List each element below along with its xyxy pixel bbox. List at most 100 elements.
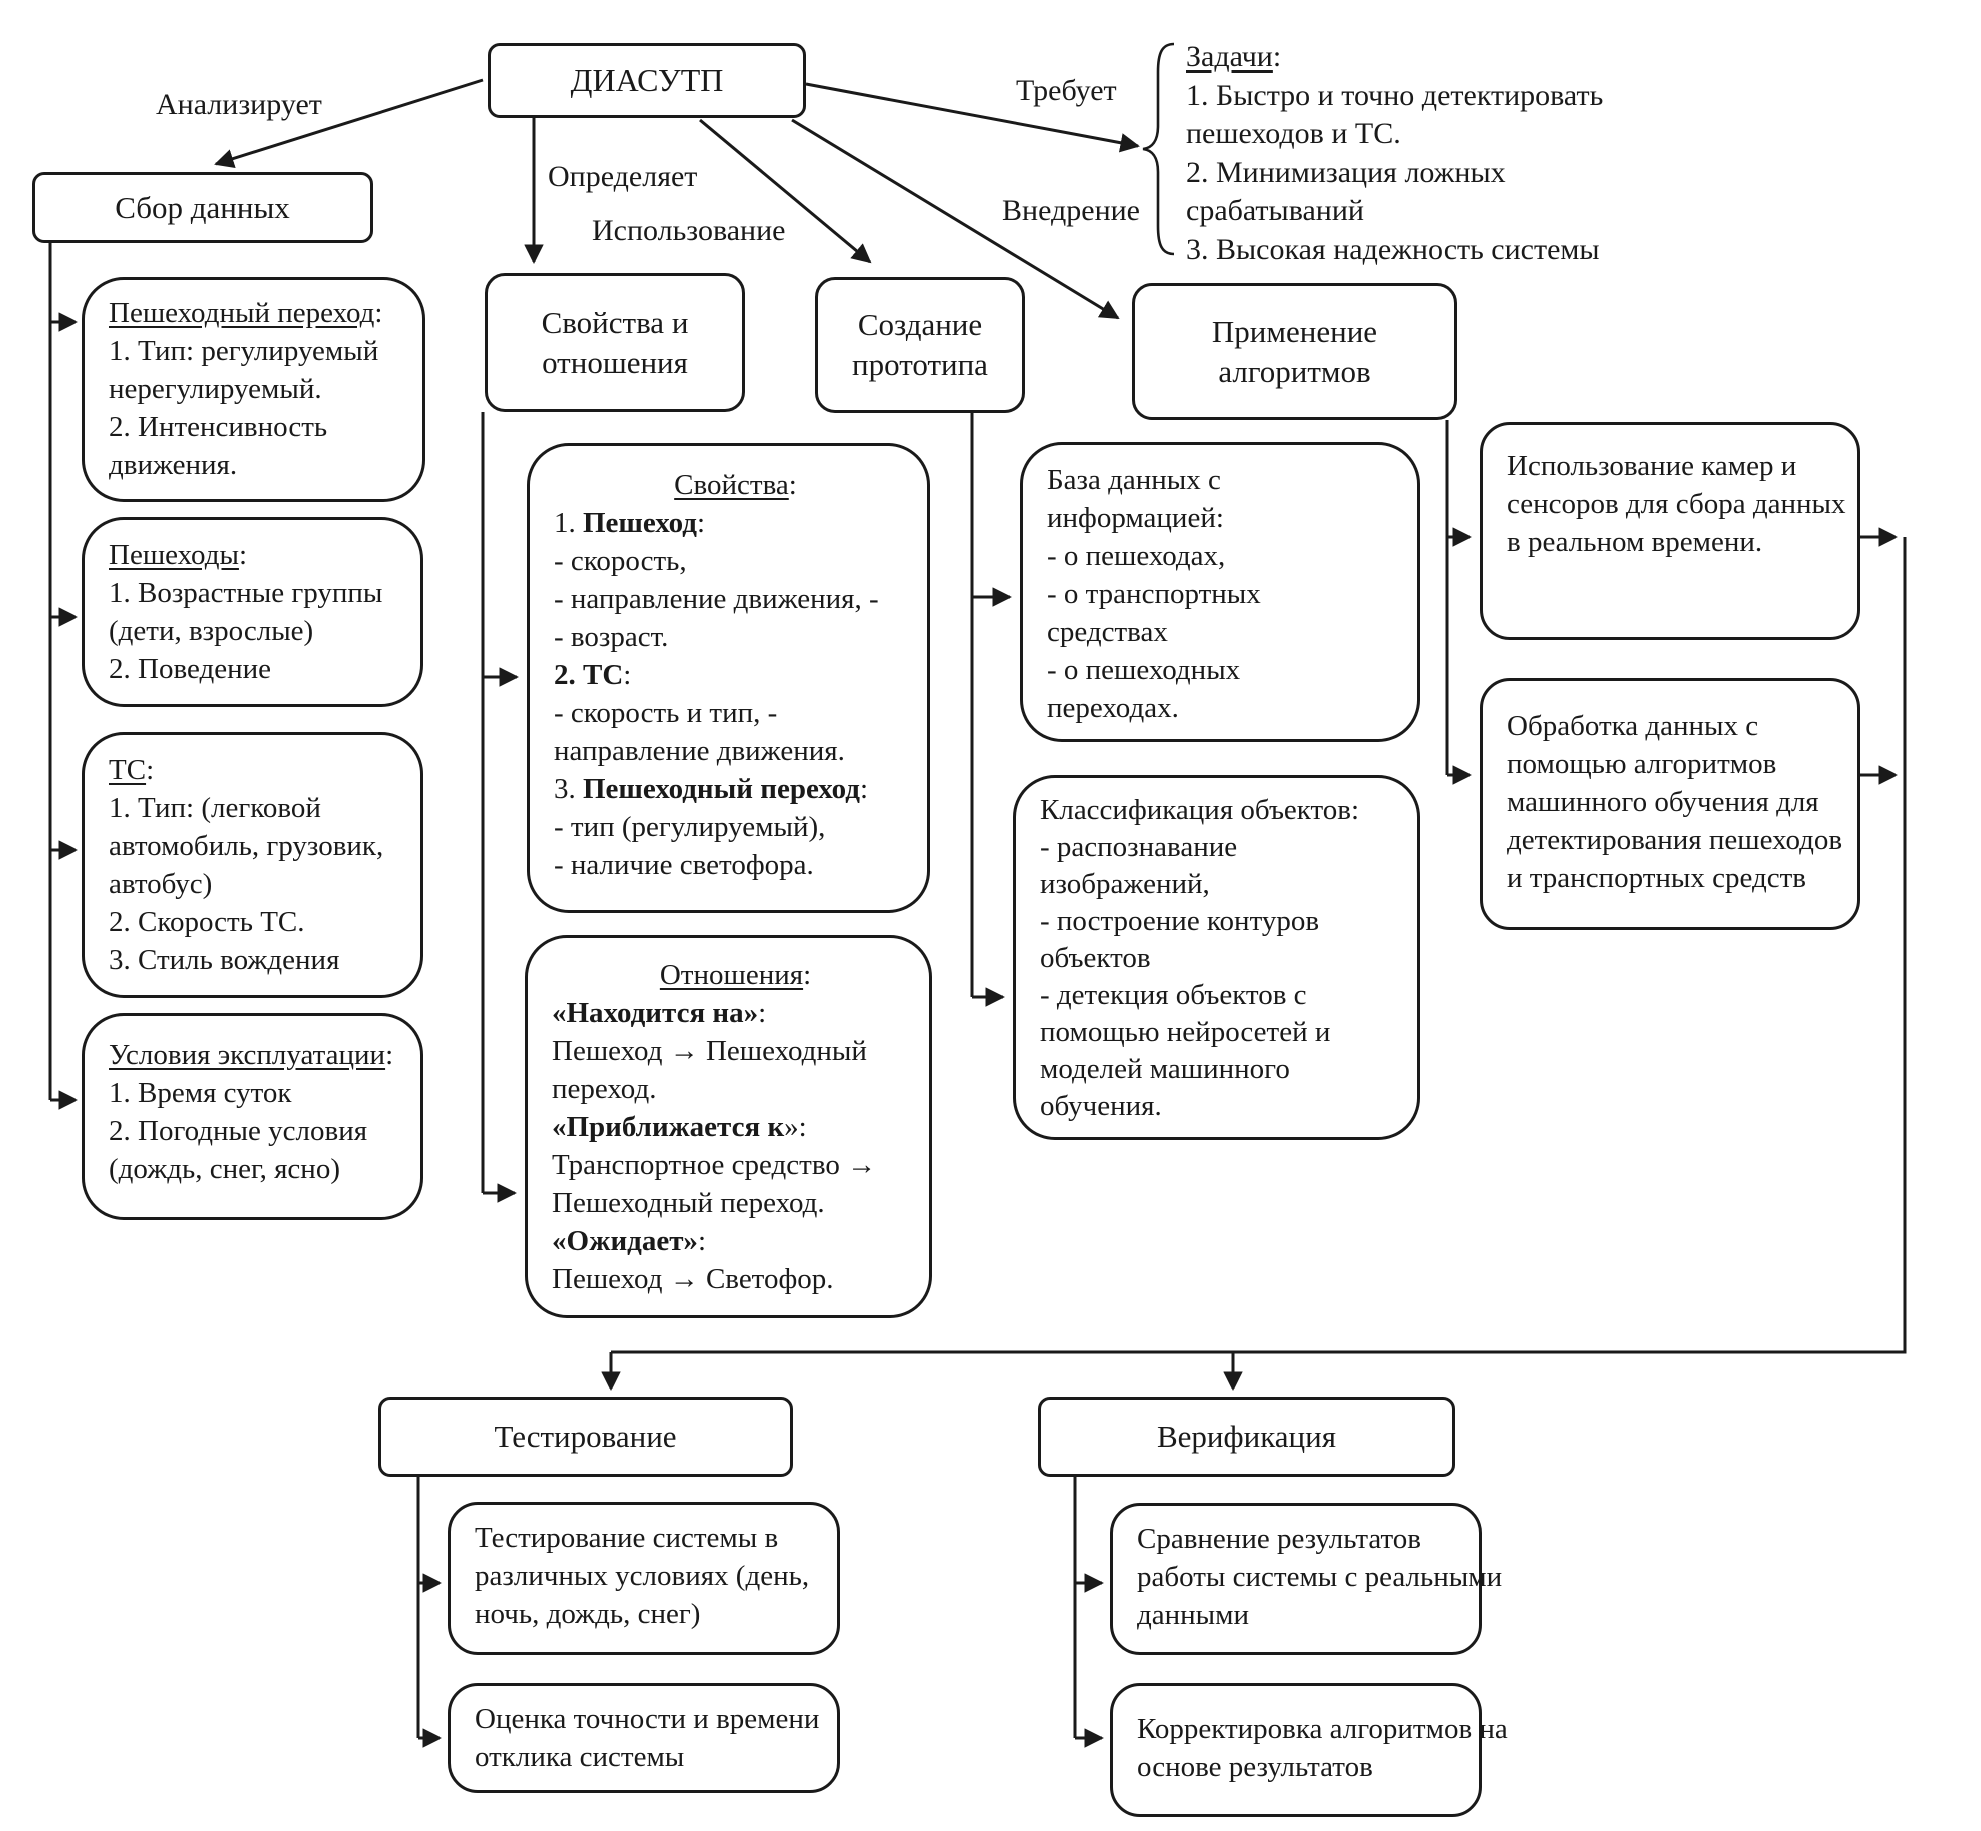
text-line: различных условиях (день, xyxy=(475,1560,810,1592)
node-vehicles-title: ТС xyxy=(109,754,147,786)
node-correction: Корректировка алгоритмов на основе резул… xyxy=(1110,1683,1508,1817)
node-crosswalk-title: Пешеходный переход xyxy=(109,297,375,329)
node-data-collection-label: Сбор данных xyxy=(115,189,290,225)
node-cameras: Использование камер и сенсоров для сбора… xyxy=(1480,422,1860,640)
node-testing: Тестирование xyxy=(378,1397,793,1477)
text-line: - тип (регулируемый), xyxy=(554,811,826,843)
node-properties-relations: Свойства и отношения xyxy=(485,273,745,412)
text-line: Оценка точности и времени xyxy=(475,1703,820,1735)
text-line: - скорость, xyxy=(554,545,687,577)
text-line: обучения. xyxy=(1040,1090,1162,1122)
node-algorithms-label2: алгоритмов xyxy=(1218,353,1371,389)
node-relations: Отношения: «Находится на»: Пешеход → Пеш… xyxy=(525,935,932,1318)
text-line: - построение контуров xyxy=(1040,905,1320,937)
text-line: помощью нейросетей и xyxy=(1040,1016,1331,1048)
text-line: Тестирование системы в xyxy=(475,1522,779,1554)
node-classification: Классификация объектов: - распознавание … xyxy=(1013,775,1420,1140)
text-line: 2. Поведение xyxy=(109,653,271,685)
task-line: 1. Быстро и точно детектировать xyxy=(1186,78,1604,112)
text-line: 2. Скорость ТС. xyxy=(109,906,305,938)
text-line: основе результатов xyxy=(1137,1751,1373,1783)
tasks-title: Задачи xyxy=(1186,40,1273,73)
text-line: ночь, дождь, снег) xyxy=(475,1598,701,1630)
tasks-block: Задачи: 1. Быстро и точно детектировать … xyxy=(1186,38,1603,269)
text-line: сенсоров для сбора данных xyxy=(1507,488,1846,520)
node-algorithms: Применение алгоритмов xyxy=(1132,283,1457,420)
text-line: 1. Тип: (легковой xyxy=(109,792,321,824)
task-line: срабатываний xyxy=(1186,194,1364,227)
text-line: - возраст. xyxy=(554,621,669,653)
text-line: (дождь, снег, ясно) xyxy=(109,1153,340,1185)
node-prototype-label: Создание xyxy=(857,307,983,342)
edge-label-implementation: Внедрение xyxy=(1002,194,1140,227)
text-line: моделей машинного xyxy=(1040,1053,1290,1085)
edge-label-analyzes: Анализирует xyxy=(156,88,322,121)
text-line: - направление движения, - xyxy=(554,583,879,615)
node-properties-title: Свойства xyxy=(674,469,789,501)
text-line: работы системы с реальными xyxy=(1137,1561,1503,1593)
node-conditions-title: Условия эксплуатации xyxy=(109,1039,386,1071)
node-verification: Верификация xyxy=(1038,1397,1455,1477)
node-prototype: Создание прототипа xyxy=(815,277,1025,413)
task-line: 3. Высокая надежность системы xyxy=(1186,232,1600,266)
text-line: - о пешеходах, xyxy=(1047,540,1226,572)
text-line: переход. xyxy=(552,1073,657,1105)
text-line: Пешеход → Пешеходный xyxy=(552,1035,867,1067)
feedback-line xyxy=(611,537,1907,1354)
node-diasutp: ДИАСУТП xyxy=(488,43,806,118)
text-line: - о пешеходных xyxy=(1047,654,1241,686)
node-testing-conditions: Тестирование системы в различных условия… xyxy=(448,1502,840,1655)
text-line: Пешеходный переход. xyxy=(552,1187,825,1219)
text-line: Классификация объектов: xyxy=(1040,794,1360,826)
text-line: (дети, взрослые) xyxy=(109,615,314,647)
text-line: 3. Стиль вождения xyxy=(109,944,340,976)
text-line: нерегулируемый. xyxy=(109,373,322,405)
text-line: Транспортное средство → xyxy=(552,1149,877,1181)
node-relations-title: Отношения xyxy=(659,959,804,991)
text-line: отклика системы xyxy=(475,1741,685,1773)
text-line: - скорость и тип, - xyxy=(554,697,778,729)
node-verification-label: Верификация xyxy=(1157,1419,1336,1454)
node-crosswalk: Пешеходный переход: 1. Тип: регулируемый… xyxy=(82,277,425,502)
text-line: 1. Тип: регулируемый xyxy=(109,335,379,367)
node-vehicles: ТС: 1. Тип: (легковой автомобиль, грузов… xyxy=(82,732,423,998)
text-line: детектирования пешеходов xyxy=(1507,824,1843,856)
text-line: Пешеход → Светофор. xyxy=(552,1263,834,1295)
text-line: 2. Интенсивность xyxy=(109,411,328,443)
text-line: объектов xyxy=(1040,942,1151,974)
node-comparison: Сравнение результатов работы системы с р… xyxy=(1110,1503,1503,1655)
text-line: База данных с xyxy=(1047,464,1221,496)
text-line: машинного обучения для xyxy=(1507,786,1819,818)
node-conditions: Условия эксплуатации: 1. Время суток 2. … xyxy=(82,1013,423,1220)
text-line: 1. Время суток xyxy=(109,1077,292,1109)
text-line: - о транспортных xyxy=(1047,578,1261,610)
text-line: направление движения. xyxy=(554,735,845,767)
edge-label-requires: Требует xyxy=(1016,74,1117,107)
text-line: - распознавание xyxy=(1040,831,1238,863)
text-line: движения. xyxy=(109,449,238,481)
text-line: переходах. xyxy=(1047,692,1179,724)
node-prototype-label2: прототипа xyxy=(852,347,988,382)
edge-label-usage: Использование xyxy=(592,214,786,247)
text-line: Корректировка алгоритмов на xyxy=(1137,1713,1508,1745)
node-properties: Свойства: 1. Пешеход: - скорость, - напр… xyxy=(527,443,930,913)
text-line: в реальном времени. xyxy=(1507,526,1763,558)
text-line: изображений, xyxy=(1040,868,1210,900)
text-line: данными xyxy=(1137,1599,1250,1631)
text-line: помощью алгоритмов xyxy=(1507,748,1777,780)
node-algorithms-label: Применение xyxy=(1211,313,1378,349)
edge-label-defines: Определяет xyxy=(548,160,698,193)
text-line: - детекция объектов с xyxy=(1040,979,1307,1011)
text-line: 2. Погодные условия xyxy=(109,1115,368,1147)
text-line: автобус) xyxy=(109,868,213,900)
text-line: 1. Возрастные группы xyxy=(109,577,383,609)
node-properties-relations-label: Свойства и xyxy=(541,304,689,340)
task-line: пешеходов и ТС. xyxy=(1186,117,1401,150)
node-properties-relations-label2: отношения xyxy=(542,344,688,380)
node-pedestrians: Пешеходы: 1. Возрастные группы (дети, вз… xyxy=(82,517,423,707)
text-line: автомобиль, грузовик, xyxy=(109,830,384,862)
text-line: Обработка данных с xyxy=(1507,710,1759,742)
tasks-brace xyxy=(1142,42,1175,256)
edge-requires xyxy=(805,82,1140,153)
